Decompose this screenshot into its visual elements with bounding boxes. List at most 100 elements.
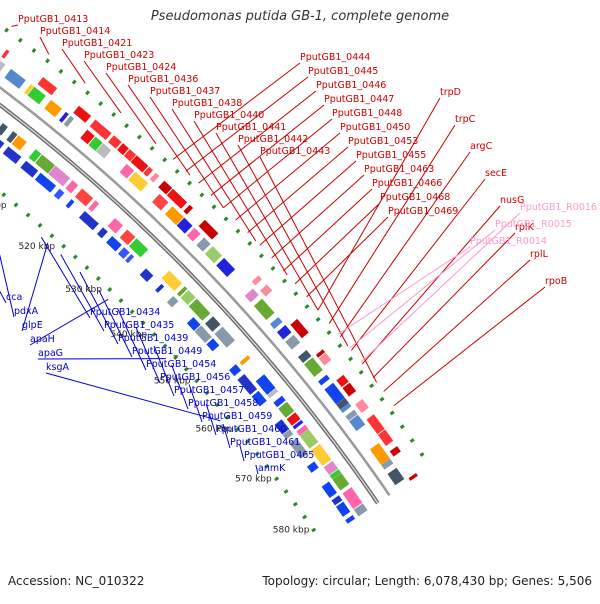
- tick-mark: [294, 503, 297, 505]
- tick-mark: [151, 147, 154, 150]
- gene-label: PputGB1_0434: [90, 307, 160, 318]
- gene-feature-block: [277, 325, 292, 339]
- gene-label: PputGB1_0453: [348, 136, 418, 147]
- gene-label: PputGB1_0444: [300, 52, 370, 63]
- tick-mark: [3, 193, 6, 196]
- gene-label: apaG: [38, 348, 63, 359]
- gene-feature-block: [155, 284, 164, 293]
- gene-label: PputGB1_0459: [202, 411, 272, 422]
- gene-label: PputGB1_0442: [238, 134, 308, 145]
- gene-label: PputGB1_0466: [372, 178, 442, 189]
- gene-feature-block: [240, 355, 251, 365]
- label-leader-line: [272, 175, 364, 258]
- tick-mark: [225, 218, 228, 221]
- gene-label: PputGB1_0468: [380, 192, 450, 203]
- tick-mark: [15, 203, 18, 206]
- gene-feature-block: [229, 364, 241, 376]
- gene-feature-block: [129, 238, 148, 257]
- label-leader-line: [216, 133, 318, 310]
- tick-mark: [327, 331, 330, 334]
- gene-feature-block: [307, 461, 319, 472]
- label-leader-line: [295, 203, 380, 284]
- gene-feature-block: [318, 375, 330, 386]
- tick-mark: [176, 170, 179, 173]
- gene-label: trpD: [440, 87, 461, 98]
- tick-mark: [86, 266, 89, 269]
- label-leader-line: [350, 230, 495, 348]
- gene-feature-block: [285, 335, 300, 350]
- tick-mark: [236, 230, 239, 233]
- gene-feature-block: [106, 236, 122, 251]
- gene-label: rpoB: [545, 276, 567, 287]
- gene-label: cca: [6, 292, 22, 303]
- gene-label: PputGB1_0449: [132, 346, 202, 357]
- tick-mark: [360, 371, 363, 373]
- gene-feature-block: [355, 399, 369, 413]
- scale-label: 550 kbp: [154, 377, 191, 387]
- gene-feature-block: [140, 268, 154, 282]
- gene-feature-block: [0, 123, 8, 136]
- gene-feature-block: [199, 220, 219, 240]
- label-leader-line: [373, 233, 515, 378]
- gene-feature-block: [167, 296, 179, 308]
- gene-label: PputGB1_0450: [340, 122, 410, 133]
- map-title: Pseudomonas putida GB-1, complete genome: [0, 9, 600, 24]
- gene-feature-block: [150, 173, 160, 183]
- gene-label: PputGB1_0445: [308, 66, 378, 77]
- tick-mark: [138, 135, 141, 138]
- gene-feature-block: [206, 338, 219, 351]
- gene-label: PputGB1_0455: [356, 150, 426, 161]
- tick-mark: [74, 255, 77, 258]
- tick-mark: [39, 224, 42, 227]
- tick-mark: [272, 267, 275, 270]
- gene-feature-block: [0, 135, 4, 150]
- tick-mark: [86, 91, 89, 94]
- gene-feature-block: [0, 61, 5, 74]
- gene-feature-block: [304, 357, 323, 377]
- tick-mark: [33, 49, 35, 52]
- scale-label: 560 kbp: [195, 425, 232, 435]
- gene-label: PputGB1_0438: [172, 98, 242, 109]
- gene-feature-block: [152, 194, 168, 210]
- tick-mark: [120, 299, 123, 302]
- gene-label: ksgA: [46, 362, 69, 373]
- gene-feature-block: [336, 502, 350, 517]
- label-leader-line: [62, 49, 85, 83]
- tick-mark: [260, 254, 263, 257]
- label-leader-line: [40, 37, 49, 54]
- gene-feature-block: [345, 515, 355, 524]
- gene-feature-block: [387, 468, 404, 486]
- tick-mark: [401, 426, 404, 428]
- gene-label: anmK: [258, 463, 286, 474]
- gene-label: PputGB1_0448: [332, 108, 402, 119]
- gene-feature-block: [167, 189, 187, 209]
- gene-feature-block: [66, 199, 75, 208]
- gene-feature-block: [254, 299, 275, 320]
- tick-mark: [283, 280, 286, 283]
- label-leader-line: [260, 161, 356, 245]
- scale-label: 570 kbp: [235, 474, 272, 484]
- gene-label: trpC: [455, 114, 476, 125]
- tick-mark: [51, 234, 54, 237]
- label-leader-line: [22, 243, 48, 331]
- gene-feature-block: [75, 189, 93, 207]
- tick-mark: [391, 412, 394, 414]
- label-leader-line: [238, 145, 348, 346]
- label-leader-line: [384, 260, 530, 392]
- gene-feature-block: [54, 189, 65, 200]
- gene-label: rplL: [530, 249, 549, 260]
- gene-feature-block: [245, 289, 259, 303]
- gene-label: PputGB1_0458: [188, 398, 258, 409]
- tick-mark: [294, 292, 297, 295]
- tick-mark: [27, 214, 30, 217]
- gene-label: secE: [485, 168, 507, 179]
- label-leader-layer: [0, 25, 545, 474]
- gene-feature-block: [118, 247, 130, 259]
- gene-feature-block: [65, 180, 78, 193]
- tick-mark: [420, 453, 423, 455]
- tick-mark: [188, 182, 191, 185]
- gene-feature-block: [73, 106, 91, 123]
- tick-mark: [312, 529, 315, 531]
- tick-mark: [349, 358, 352, 360]
